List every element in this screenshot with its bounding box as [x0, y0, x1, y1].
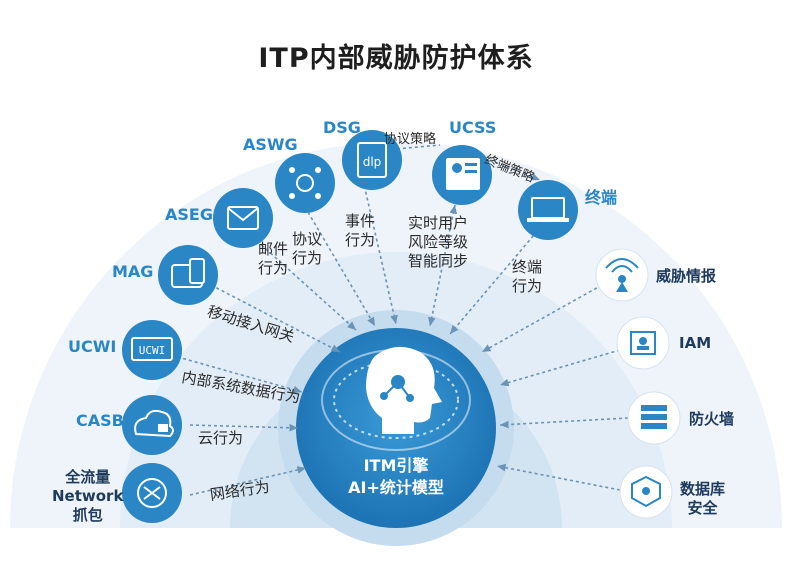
iam-icon — [616, 316, 670, 370]
flow-protocol: 协议 行为 — [292, 230, 322, 268]
dsg-label: DSG — [323, 118, 361, 137]
flow-event: 事件 行为 — [345, 212, 375, 250]
database-security-icon — [619, 465, 673, 519]
firewall-icon — [627, 391, 681, 445]
network-capture-icon — [122, 463, 182, 523]
ucwi-icon: UCWI — [122, 320, 182, 380]
engine-line1: ITM引擎 — [363, 456, 429, 475]
aseg-mail-icon — [213, 188, 273, 248]
brain-head-icon — [366, 346, 442, 434]
casb-label: CASB — [76, 411, 124, 430]
flow-realtime-1: 实时用户 — [408, 214, 469, 232]
fullflow-line1: 全流量 — [65, 468, 111, 486]
threat-intel-label: 威胁情报 — [656, 267, 717, 285]
aseg-label: ASEG — [165, 205, 213, 224]
dbsec-line1: 数据库 — [680, 480, 726, 498]
engine-line2: AI+统计模型 — [348, 478, 444, 497]
casb-cloud-icon — [122, 395, 182, 455]
flow-mail: 邮件 行为 — [258, 240, 288, 278]
fullflow-line2: Network — [52, 487, 124, 505]
dbsec-label: 数据库 安全 — [680, 480, 725, 518]
flow-cloud: 云行为 — [198, 429, 244, 447]
ucss-label: UCSS — [449, 118, 497, 137]
flow-realtime: 实时用户 风险等级 智能同步 — [408, 214, 468, 271]
svg-text:UCWI: UCWI — [139, 344, 166, 357]
aswg-network-icon — [275, 153, 335, 213]
flow-mail-1: 邮件 — [258, 240, 289, 258]
flow-endpoint-1: 终端 — [512, 258, 543, 276]
flow-endpoint-2: 行为 — [512, 277, 543, 295]
dsg-dlp-icon: dlp — [342, 130, 402, 190]
aswg-label: ASWG — [243, 135, 298, 154]
fullflow-line3: 抓包 — [72, 506, 103, 524]
flow-endpoint: 终端 行为 — [512, 258, 542, 296]
terminal-laptop-icon — [518, 180, 578, 240]
threat-intel-icon — [595, 248, 649, 302]
mag-label: MAG — [112, 262, 154, 281]
firewall-label: 防火墙 — [689, 410, 735, 428]
flow-realtime-2: 风险等级 — [408, 233, 469, 251]
flow-protocol-2: 行为 — [292, 249, 323, 267]
flow-mail-2: 行为 — [258, 259, 289, 277]
fullflow-label: 全流量 Network 抓包 — [52, 468, 123, 525]
terminal-label: 终端 — [585, 188, 618, 207]
ucwi-label: UCWI — [68, 337, 117, 356]
svg-text:dlp: dlp — [363, 155, 382, 169]
dbsec-line2: 安全 — [687, 499, 718, 517]
ucss-panel-icon — [432, 145, 492, 205]
iam-label: IAM — [679, 334, 712, 352]
flow-event-2: 行为 — [345, 231, 376, 249]
flow-protocol-policy: 协议策略 — [384, 132, 437, 147]
page-title: ITP内部威胁防护体系 — [258, 43, 534, 74]
flow-event-1: 事件 — [345, 212, 376, 230]
mag-icon — [158, 245, 218, 305]
flow-realtime-3: 智能同步 — [408, 252, 469, 270]
flow-protocol-1: 协议 — [292, 230, 323, 248]
